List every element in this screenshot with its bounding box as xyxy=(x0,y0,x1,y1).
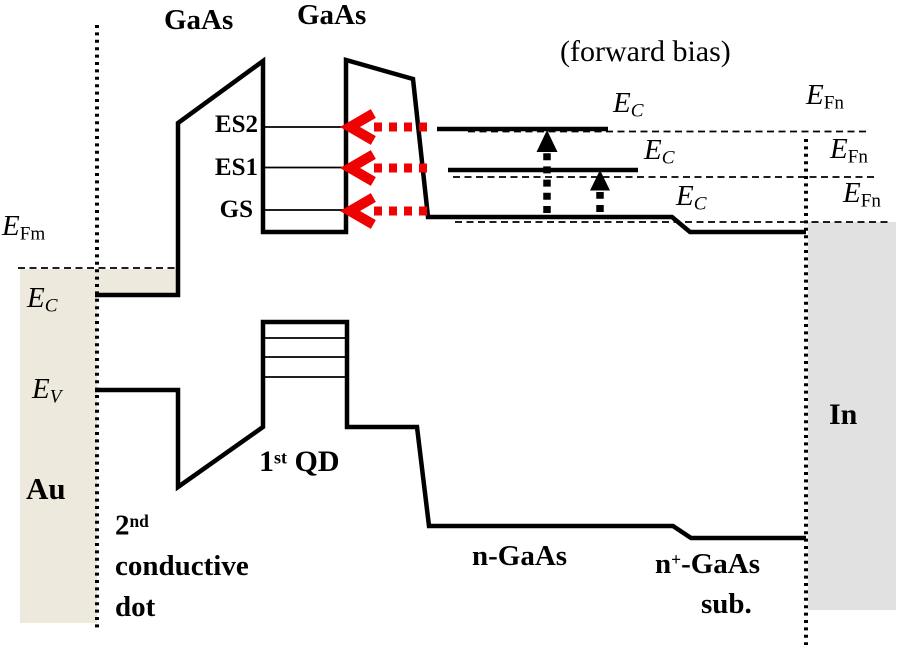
efn3-label: EFn xyxy=(843,177,881,212)
red-tunneling-arrow-es1 xyxy=(340,150,427,186)
ec-right2-label: EC xyxy=(644,134,675,169)
first-qd-label: 1st QD xyxy=(259,445,340,478)
second-conductive-dot-label: 2nd conductive dot xyxy=(115,509,249,624)
valence-band-edge xyxy=(95,319,806,541)
efn2-label: EFn xyxy=(830,133,868,168)
ev-left-label: EV xyxy=(32,373,62,408)
n-gaas-label: n-GaAs xyxy=(472,540,568,572)
red-tunneling-arrow-gs xyxy=(340,193,427,229)
ec-right1-label: EC xyxy=(613,87,644,122)
gs-level-label: GS xyxy=(219,196,253,223)
ec-right3-label: EC xyxy=(676,180,707,215)
es2-level-label: ES2 xyxy=(214,111,258,138)
efm-label: EFm xyxy=(2,210,46,245)
red-tunneling-arrow-es2 xyxy=(340,109,427,145)
ec-left-label: EC xyxy=(27,282,58,317)
substrate-label: sub. xyxy=(701,588,752,620)
gaas-barrier-label-right: GaAs xyxy=(297,0,367,31)
black-excitation-arrow-1 xyxy=(536,130,558,213)
au-electrode-label: Au xyxy=(26,471,66,506)
es1-level-label: ES1 xyxy=(214,154,258,181)
n-plus-gaas-label: n+-GaAs xyxy=(655,548,761,580)
conduction-band-edge xyxy=(95,56,806,298)
efn1-label: EFn xyxy=(806,79,844,114)
in-electrode-region xyxy=(808,222,896,610)
in-electrode-label: In xyxy=(829,398,858,431)
forward-bias-label: (forward bias) xyxy=(560,35,731,68)
au-electrode-region-lower xyxy=(20,269,97,623)
gaas-barrier-label-left: GaAs xyxy=(164,4,234,36)
black-excitation-arrow-2 xyxy=(590,170,610,212)
